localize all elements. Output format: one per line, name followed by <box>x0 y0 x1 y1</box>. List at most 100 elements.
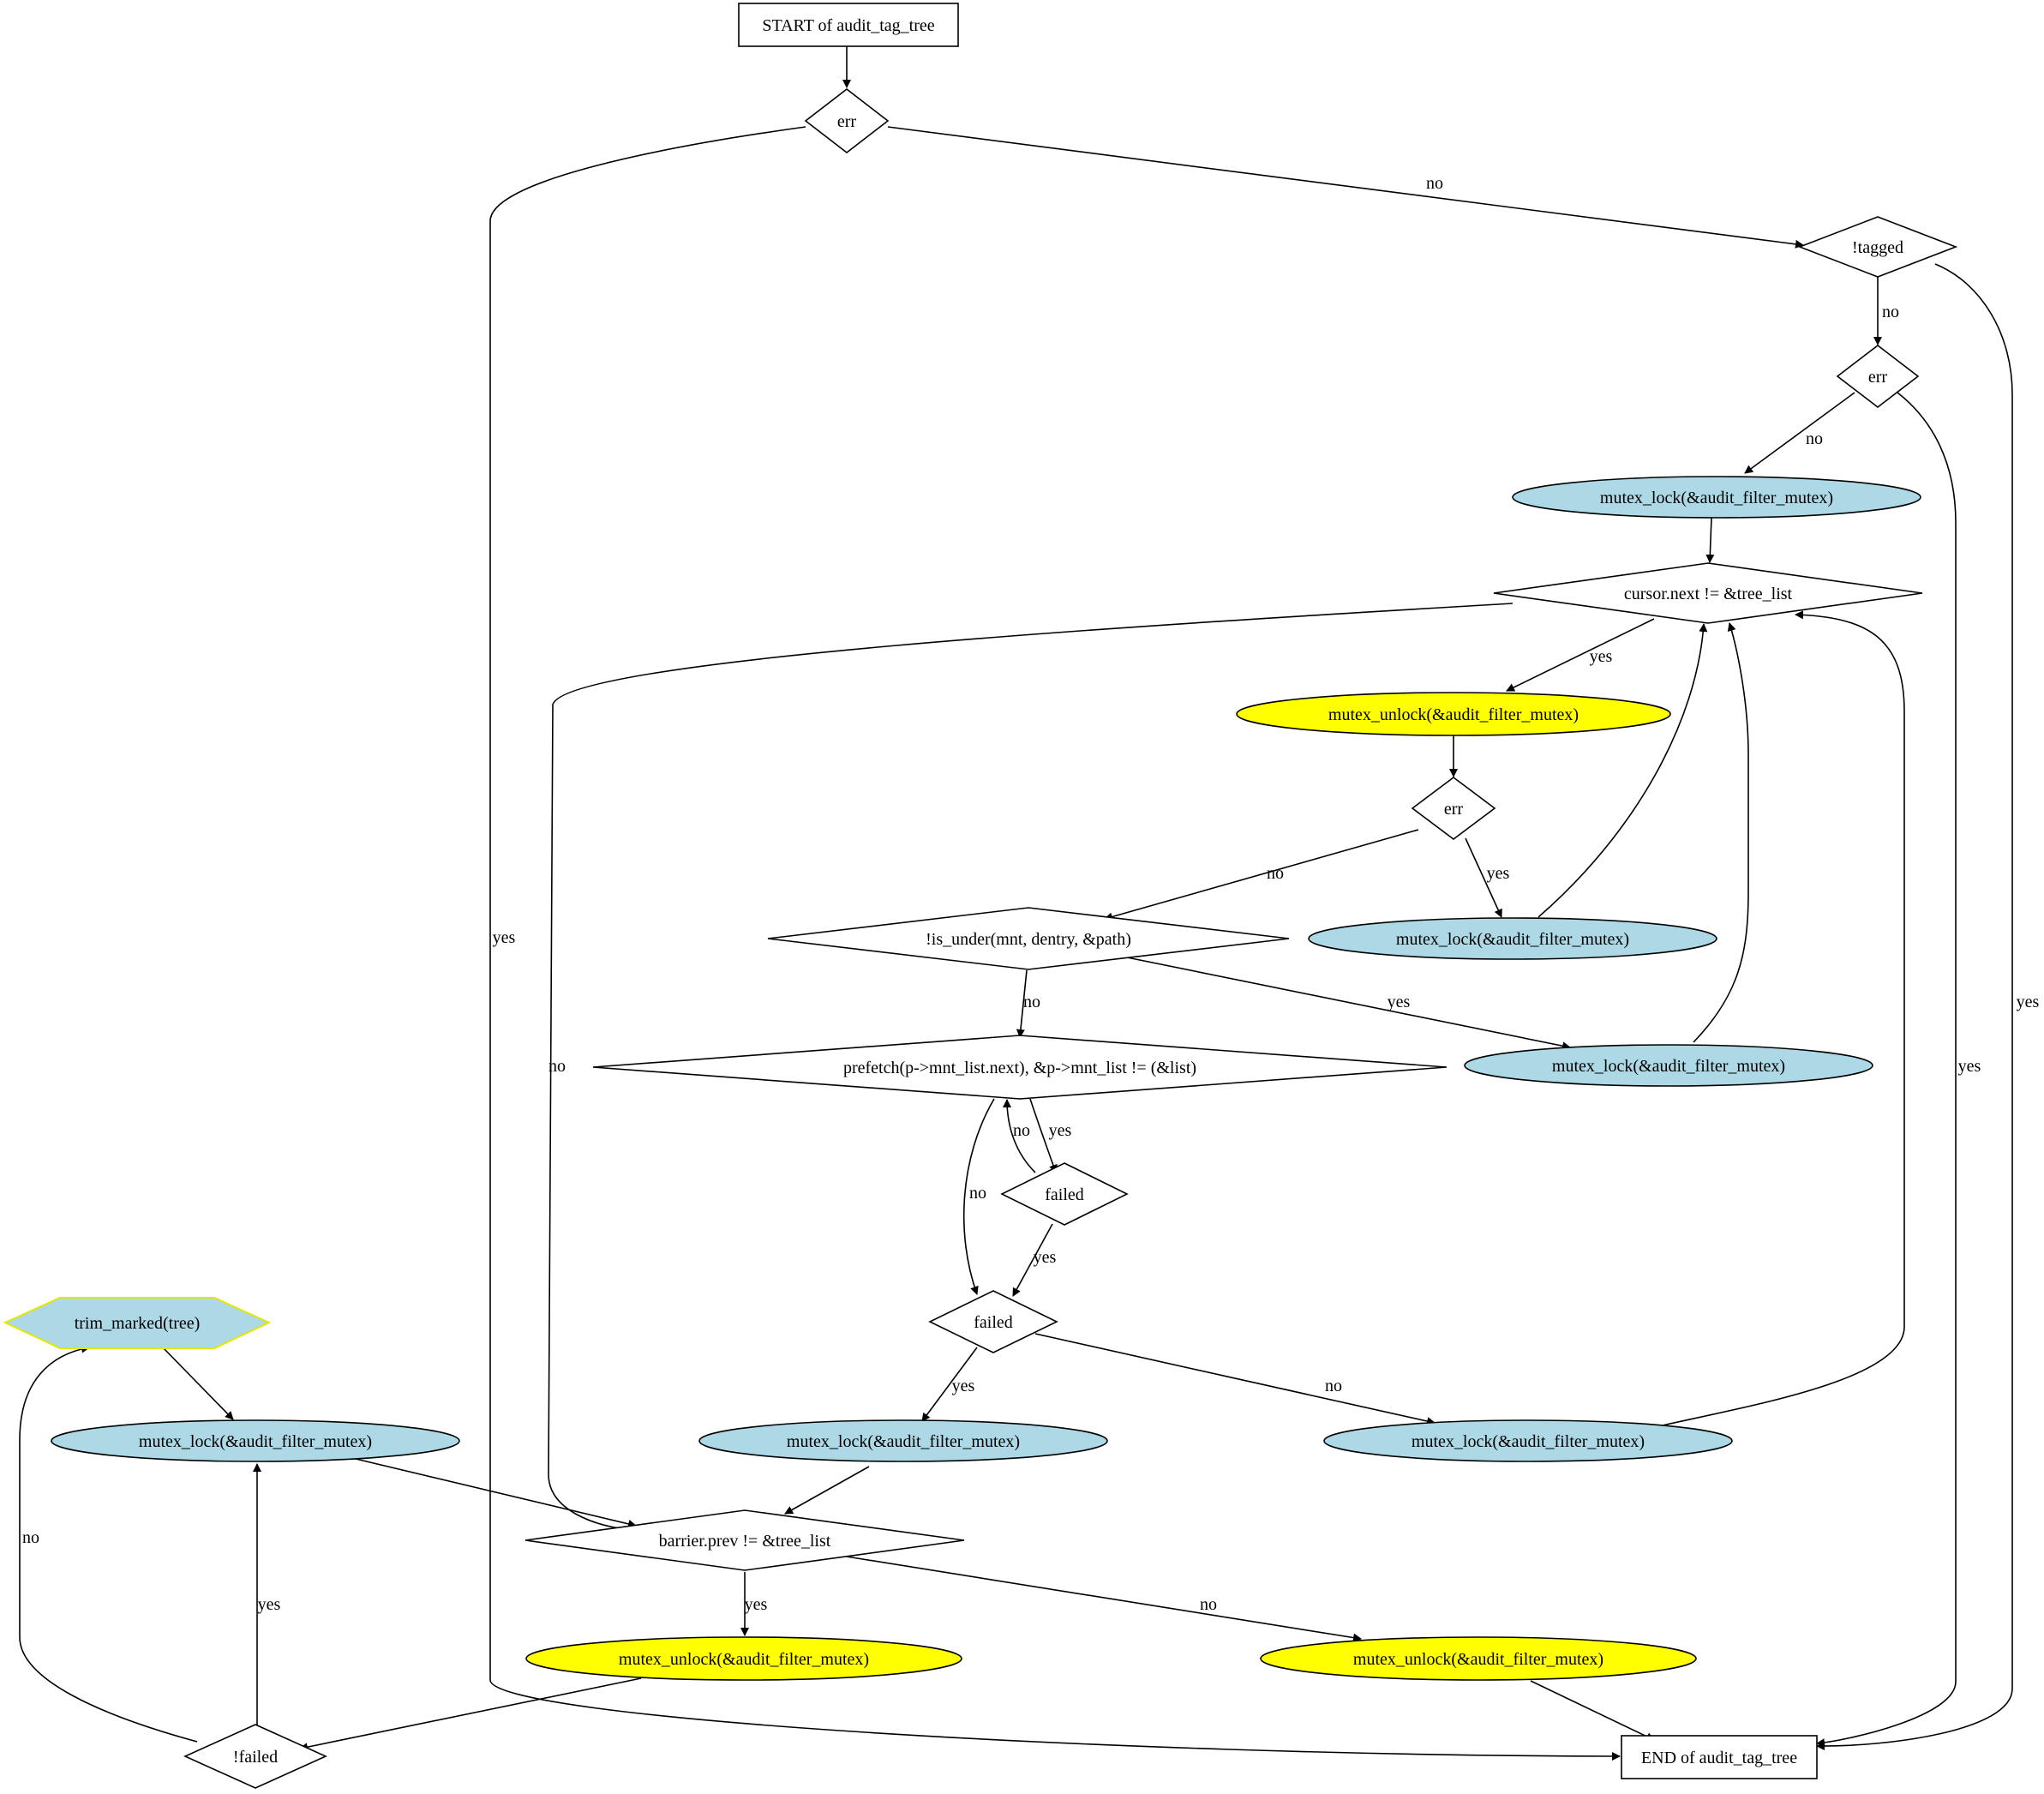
edge-cursor-barrier <box>548 603 1514 1535</box>
nodes: START of audit_tag_tree err !tagged err … <box>3 3 1958 1789</box>
svg-text:mutex_lock(&audit_filter_mutex: mutex_lock(&audit_filter_mutex) <box>1396 930 1629 949</box>
edge-notfailed-trim <box>19 1344 198 1743</box>
svg-text:!tagged: !tagged <box>1852 238 1903 257</box>
decision-err-1[interactable]: err <box>804 87 890 154</box>
edge-tagged-end <box>1816 263 2013 1751</box>
edge-trim-lock6 <box>162 1347 234 1420</box>
label-err1-yes: yes <box>493 928 516 947</box>
edge-lock1-cursor <box>1705 517 1715 563</box>
svg-text:mutex_unlock(&audit_filter_mut: mutex_unlock(&audit_filter_mutex) <box>1353 1650 1603 1669</box>
svg-text:END of audit_tag_tree: END of audit_tag_tree <box>1641 1749 1797 1767</box>
label-prefetch-no: no <box>969 1184 986 1203</box>
svg-text:mutex_lock(&audit_filter_mutex: mutex_lock(&audit_filter_mutex) <box>787 1432 1020 1451</box>
decision-err-3[interactable]: err <box>1411 777 1496 840</box>
label-err2-yes: yes <box>1958 1057 1981 1076</box>
svg-text:barrier.prev != &tree_list: barrier.prev != &tree_list <box>659 1532 831 1551</box>
decision-is-under[interactable]: !is_under(mnt, dentry, &path) <box>767 907 1290 970</box>
edge-lock4-barrier <box>784 1466 870 1515</box>
decision-failed-2[interactable]: failed <box>928 1290 1058 1353</box>
edge-lock2-cursor <box>1537 623 1708 918</box>
edge-err3-isunder <box>1104 829 1419 921</box>
svg-text:mutex_lock(&audit_filter_mutex: mutex_lock(&audit_filter_mutex) <box>139 1432 372 1451</box>
end-node[interactable]: END of audit_tag_tree <box>1621 1735 1818 1779</box>
decision-cursor-next[interactable]: cursor.next != &tree_list <box>1493 562 1923 624</box>
start-node[interactable]: START of audit_tag_tree <box>738 3 959 47</box>
mutex-lock-node-2[interactable]: mutex_lock(&audit_filter_mutex) <box>1308 917 1717 960</box>
edge-err2-end <box>1816 392 1957 1748</box>
mutex-unlock-node-3[interactable]: mutex_unlock(&audit_filter_mutex) <box>1260 1636 1697 1681</box>
label-notfailed-no: no <box>22 1528 39 1547</box>
svg-text:START of audit_tag_tree: START of audit_tag_tree <box>762 16 934 35</box>
svg-text:mutex_lock(&audit_filter_mutex: mutex_lock(&audit_filter_mutex) <box>1600 489 1833 507</box>
label-failed1-yes: yes <box>1034 1248 1057 1267</box>
mutex-unlock-node-2[interactable]: mutex_unlock(&audit_filter_mutex) <box>525 1636 962 1681</box>
edge-cursor-unlock1 <box>1506 618 1655 692</box>
label-cursor-yes: yes <box>1590 647 1613 666</box>
edge-lock6-barrier <box>355 1458 637 1528</box>
mutex-unlock-node-1[interactable]: mutex_unlock(&audit_filter_mutex) <box>1236 692 1671 736</box>
label-tagged-yes: yes <box>2017 993 2040 1011</box>
label-failed1-no: no <box>1013 1121 1030 1140</box>
label-cursor-no: no <box>548 1057 566 1076</box>
edge-isunder-prefetch <box>1016 969 1028 1038</box>
edge-err1-end <box>489 126 1621 1761</box>
edge-unlock2-notfailed <box>299 1677 642 1752</box>
trim-marked-node[interactable]: trim_marked(tree) <box>3 1297 272 1349</box>
edge-prefetch-failed2 <box>962 1098 995 1295</box>
edge-err3-lock2 <box>1465 837 1502 918</box>
edge-barrier-unlock3 <box>846 1556 1362 1642</box>
svg-text:failed: failed <box>974 1313 1013 1332</box>
label-failed2-yes: yes <box>952 1377 975 1395</box>
svg-text:mutex_lock(&audit_filter_mutex: mutex_lock(&audit_filter_mutex) <box>1412 1432 1645 1451</box>
label-err3-yes: yes <box>1487 864 1510 883</box>
label-tagged-no: no <box>1882 303 1899 321</box>
edge-labels: no yes no yes no yes yes no no yes no ye… <box>22 174 2040 1614</box>
edges <box>19 46 2013 1761</box>
svg-text:!failed: !failed <box>233 1748 278 1767</box>
mutex-lock-node-6[interactable]: mutex_lock(&audit_filter_mutex) <box>51 1419 460 1462</box>
edge-err1-tagged <box>887 126 1804 249</box>
decision-prefetch[interactable]: prefetch(p->mnt_list.next), &p->mnt_list… <box>592 1035 1448 1100</box>
decision-not-failed[interactable]: !failed <box>183 1724 327 1789</box>
svg-text:err: err <box>1444 800 1464 819</box>
mutex-lock-node-5[interactable]: mutex_lock(&audit_filter_mutex) <box>1323 1419 1733 1462</box>
svg-text:cursor.next != &tree_list: cursor.next != &tree_list <box>1624 585 1793 603</box>
edge-failed1-failed2 <box>1012 1223 1053 1297</box>
svg-text:!is_under(mnt, dentry, &path): !is_under(mnt, dentry, &path) <box>926 930 1131 949</box>
svg-text:err: err <box>1868 368 1888 387</box>
label-err3-no: no <box>1267 864 1284 883</box>
edge-lock3-cursor <box>1693 622 1749 1043</box>
svg-text:failed: failed <box>1045 1185 1084 1204</box>
decision-err-2[interactable]: err <box>1836 344 1920 409</box>
edge-failed2-lock4 <box>921 1347 978 1422</box>
label-failed2-no: no <box>1325 1377 1342 1395</box>
edge-failed1-prefetch <box>1003 1099 1036 1173</box>
mutex-lock-node-1[interactable]: mutex_lock(&audit_filter_mutex) <box>1512 476 1921 519</box>
mutex-lock-node-3[interactable]: mutex_lock(&audit_filter_mutex) <box>1464 1044 1873 1087</box>
mutex-lock-node-4[interactable]: mutex_lock(&audit_filter_mutex) <box>698 1419 1108 1462</box>
decision-not-tagged[interactable]: !tagged <box>1797 216 1958 278</box>
svg-text:mutex_unlock(&audit_filter_mut: mutex_unlock(&audit_filter_mutex) <box>1328 705 1579 724</box>
label-prefetch-yes: yes <box>1049 1121 1072 1140</box>
label-barrier-no: no <box>1200 1595 1217 1614</box>
label-barrier-yes: yes <box>745 1595 768 1614</box>
label-isunder-no: no <box>1023 993 1040 1011</box>
edge-lock5-cursor <box>1662 610 1905 1426</box>
edge-failed2-lock5 <box>1034 1333 1436 1425</box>
decision-barrier-prev[interactable]: barrier.prev != &tree_list <box>524 1509 965 1571</box>
decision-failed-1[interactable]: failed <box>1000 1162 1129 1226</box>
svg-text:mutex_unlock(&audit_filter_mut: mutex_unlock(&audit_filter_mutex) <box>619 1650 869 1669</box>
label-err1-no: no <box>1426 174 1443 193</box>
edge-unlock3-end <box>1530 1680 1655 1741</box>
label-err2-no: no <box>1806 429 1823 448</box>
label-notfailed-yes: yes <box>258 1595 281 1614</box>
svg-text:prefetch(p->mnt_list.next), &p: prefetch(p->mnt_list.next), &p->mnt_list… <box>843 1059 1196 1077</box>
svg-text:mutex_lock(&audit_filter_mutex: mutex_lock(&audit_filter_mutex) <box>1552 1057 1785 1076</box>
edge-err2-lock1 <box>1744 392 1855 474</box>
edge-isunder-lock3 <box>1126 957 1571 1051</box>
edge-prefetch-failed1 <box>1029 1098 1058 1173</box>
label-isunder-yes: yes <box>1388 993 1411 1011</box>
svg-text:err: err <box>837 112 857 131</box>
svg-text:trim_marked(tree): trim_marked(tree) <box>75 1314 201 1333</box>
